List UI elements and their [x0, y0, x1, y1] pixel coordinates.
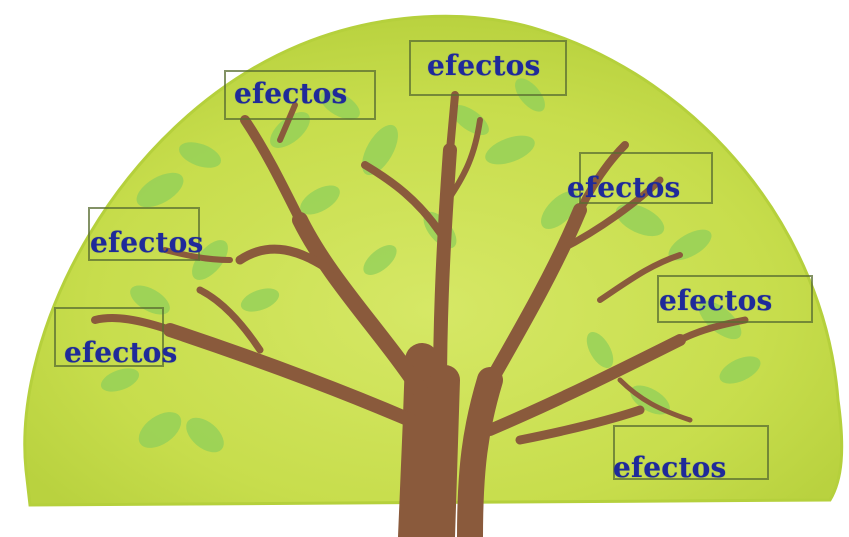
effect-label: efectos [567, 152, 713, 204]
effect-label-text: efectos [427, 49, 541, 82]
trunk-and-branches [91, 91, 749, 537]
effect-label: efectos [657, 275, 813, 323]
canopy-shape [23, 14, 844, 507]
effect-label: efectos [613, 425, 769, 484]
effect-label-text: efectos [90, 226, 204, 259]
effect-label-text: efectos [567, 171, 681, 204]
effect-label: efectos [54, 307, 177, 367]
effect-label-text: efectos [64, 336, 178, 369]
effect-label-text: efectos [659, 284, 773, 317]
effect-label-text: efectos [234, 77, 348, 110]
effect-label: efectos [224, 70, 376, 120]
effect-label: efectos [88, 207, 203, 261]
effect-label: efectos [409, 40, 567, 96]
effect-label-text: efectos [613, 451, 727, 484]
